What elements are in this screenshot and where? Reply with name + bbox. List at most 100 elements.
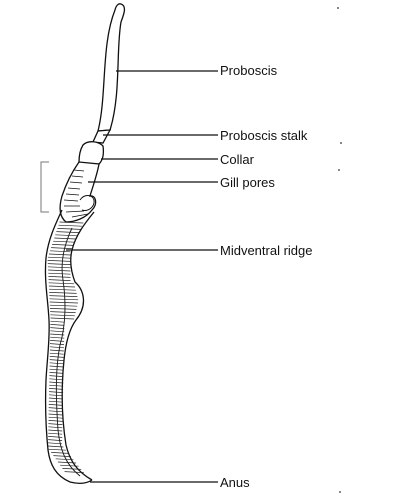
annulation-ring — [48, 423, 63, 425]
annulation-ring — [49, 372, 64, 374]
annulation-ring — [52, 244, 74, 246]
annulation-ring — [49, 352, 64, 355]
annulation-ring — [48, 439, 63, 441]
annulation-ring — [48, 426, 63, 429]
annulation-ring — [48, 397, 63, 400]
annulation-ring — [50, 311, 76, 313]
proboscis-shape — [97, 3, 126, 132]
annulation-ring — [51, 247, 72, 249]
annulation-ring — [49, 288, 76, 291]
annulation-ring — [48, 407, 63, 409]
annulation-ring — [62, 468, 82, 470]
label-collar: Collar — [220, 152, 255, 167]
annulation-ring — [47, 445, 64, 448]
annulation-ring — [50, 320, 65, 323]
annulation-ring — [47, 263, 71, 265]
annulation-ring — [47, 442, 63, 445]
annulation-ring — [49, 349, 64, 352]
annulation-ring — [49, 388, 64, 390]
annulation-ring — [49, 295, 78, 297]
margin-dot — [338, 169, 340, 171]
annulation-ring — [50, 324, 65, 326]
annulation-ring — [49, 308, 77, 310]
annulation-ring — [54, 237, 77, 240]
annulation-ring — [48, 276, 71, 278]
annulation-ring — [48, 253, 71, 256]
annulation-ring — [50, 330, 65, 333]
label-anus: Anus — [220, 475, 250, 490]
annulation-ring — [55, 234, 78, 237]
annulation-ring — [47, 448, 66, 451]
annulation-ring — [50, 317, 75, 320]
annulation-ring — [48, 400, 63, 403]
annulation-ring — [48, 285, 76, 288]
annulation-ring — [55, 458, 74, 461]
annulation-ring — [50, 327, 65, 329]
annulation-ring — [49, 298, 79, 301]
annulation-ring — [49, 381, 64, 384]
annulation-ring — [64, 471, 84, 473]
proboscis-stalk-shape — [92, 129, 112, 144]
annulation-ring — [49, 359, 64, 361]
annulation-ring — [57, 461, 77, 464]
annulation-ring — [58, 224, 82, 227]
annulation-ring — [49, 356, 64, 358]
midventral-ridge-line — [55, 227, 81, 477]
annulation-ring — [48, 413, 63, 416]
annulation-ring — [60, 464, 79, 467]
annulation-ring — [50, 336, 65, 339]
annulation-ring — [48, 436, 63, 438]
annulation-ring — [53, 240, 75, 243]
annulation-ring — [48, 272, 71, 275]
annulation-ring — [56, 231, 80, 233]
annulation-ring — [48, 394, 64, 397]
annulation-ring — [49, 378, 64, 381]
branchial-region-shape — [59, 161, 100, 223]
annulation-ring — [49, 250, 71, 253]
annulation-ring — [48, 432, 63, 435]
gill-fold — [79, 195, 95, 211]
annulation-ring — [48, 420, 63, 422]
annulation-ring — [47, 266, 71, 269]
margin-dot — [337, 7, 339, 9]
annulation-ring — [48, 410, 63, 413]
annulation-ring — [48, 429, 63, 432]
annulation-ring — [47, 256, 71, 259]
annulation-ring — [49, 343, 65, 345]
annulation-ring — [47, 260, 71, 262]
label-proboscis-stalk: Proboscis stalk — [220, 128, 308, 143]
label-midventral-ridge: Midventral ridge — [220, 243, 313, 258]
annulation-ring — [49, 292, 77, 294]
label-proboscis: Proboscis — [220, 63, 278, 78]
annulation-ring — [49, 304, 78, 307]
annulation-ring — [50, 333, 65, 336]
annulation-ring — [48, 279, 71, 281]
annulation-ring — [49, 391, 64, 393]
annulation-ring — [49, 384, 64, 387]
annulation-ring — [49, 346, 65, 349]
margin-dot — [339, 491, 341, 493]
margin-dot — [340, 142, 342, 144]
annulation-ring — [49, 368, 64, 371]
trunk-annulations — [47, 221, 84, 473]
annulation-ring — [59, 221, 84, 224]
annulation-ring — [53, 455, 72, 457]
annulation-ring — [57, 228, 81, 230]
annulation-ring — [48, 404, 63, 406]
annulation-ring — [51, 452, 69, 454]
label-gill-pores: Gill pores — [220, 175, 275, 190]
annulation-ring — [48, 282, 75, 285]
annulation-ring — [49, 375, 64, 377]
annulation-ring — [50, 314, 75, 317]
trunk-right-outline — [61, 211, 95, 481]
trunk-left-outline — [44, 209, 93, 484]
annulation-ring — [48, 416, 63, 419]
annulation-ring — [49, 301, 79, 304]
annulation-ring — [48, 269, 71, 272]
left-bracket — [40, 161, 49, 213]
gill-pores-texture — [63, 169, 89, 218]
annulation-ring — [49, 362, 64, 365]
annulation-ring — [49, 365, 64, 368]
